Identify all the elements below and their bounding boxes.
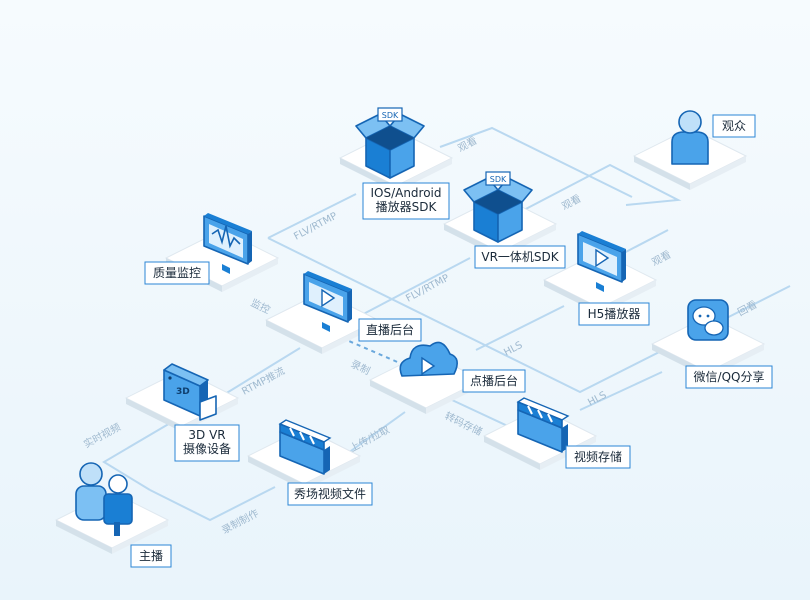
label-showfile: 秀场视频文件 [287, 482, 373, 506]
edge-anchor-camera [102, 421, 173, 491]
node-vr-sdk [443, 171, 557, 259]
svg-text:微信/QQ分享: 微信/QQ分享 [694, 369, 765, 384]
svg-text:点播后台: 点播后台 [470, 373, 518, 388]
label-vod-backend: 点播后台 [462, 369, 526, 393]
person-icon [671, 110, 709, 165]
edge-live-ios [267, 193, 357, 239]
label-quality: 质量监控 [144, 261, 210, 285]
edge-label-record-make: 录制制作 [219, 506, 260, 536]
edge-vod-storage [451, 399, 513, 429]
edge-live-vrsdk [351, 257, 471, 321]
node-vod-backend [369, 341, 483, 415]
svg-text:H5播放器: H5播放器 [588, 306, 641, 321]
presenter-people-icon [75, 462, 133, 536]
edge-ios-audience [439, 126, 633, 198]
play-screen-icon [577, 230, 627, 293]
label-storage: 视频存储 [565, 445, 631, 469]
edge-label-monitor: 监控 [249, 296, 273, 316]
label-live-backend: 直播后台 [358, 318, 422, 342]
edge-vrsdk-audience [519, 163, 682, 213]
node-h5 [543, 230, 657, 315]
edge-label-watch-2: 观看 [559, 192, 583, 213]
node-wechat [651, 299, 765, 379]
edge-label-upload-pull: 上传/拉取 [347, 423, 391, 455]
edge-live-vod [341, 337, 403, 365]
chat-bubbles-icon [687, 299, 729, 341]
node-live-backend [265, 270, 379, 355]
label-audience: 观众 [712, 114, 756, 138]
label-vr-sdk: VR一体机SDK [474, 245, 566, 269]
label-h5: H5播放器 [578, 302, 650, 326]
svg-text:直播后台: 直播后台 [366, 322, 414, 337]
edge-h5-audience [619, 229, 669, 256]
edge-vod-h5 [475, 305, 565, 351]
svg-text:3D: 3D [176, 387, 190, 397]
svg-text:秀场视频文件: 秀场视频文件 [294, 486, 366, 501]
svg-text:质量监控: 质量监控 [153, 266, 201, 280]
node-showfile [247, 419, 361, 491]
edge-label-flv-rtmp-1: FLV/RTMP [292, 211, 339, 243]
edge-label-watch-3: 观看 [649, 248, 673, 269]
edge-vod-wechat [579, 371, 663, 411]
play-screen-icon [303, 270, 353, 333]
edge-label-transcode-store: 转码存储 [443, 409, 485, 438]
node-anchor [55, 462, 169, 555]
edge-label-hls-2: HLS [586, 390, 608, 409]
svg-text:VR一体机SDK: VR一体机SDK [481, 250, 559, 264]
node-ios-sdk [339, 107, 453, 193]
label-wechat: 微信/QQ分享 [685, 365, 773, 389]
cloud-play-icon [399, 341, 458, 377]
svg-text:视频存储: 视频存储 [574, 449, 622, 464]
3d-camera-icon: 3D [163, 363, 217, 421]
monitor-waveform-icon [203, 212, 253, 275]
edge-anchor-showfile [149, 486, 276, 522]
edge-label-realtime-video: 实时视频 [81, 420, 122, 450]
label-anchor: 主播 [130, 544, 172, 568]
node-camera: 3D [125, 363, 239, 433]
edge-label-record: 录制 [349, 357, 373, 377]
node-audience [633, 110, 747, 191]
edge-camera-live [224, 347, 301, 395]
edge-label-hls-1: HLS [502, 340, 524, 359]
edge-label-replay: 回看 [735, 298, 759, 319]
svg-text:观众: 观众 [722, 119, 746, 133]
node-quality [165, 212, 279, 293]
svg-text:主播: 主播 [139, 549, 163, 563]
